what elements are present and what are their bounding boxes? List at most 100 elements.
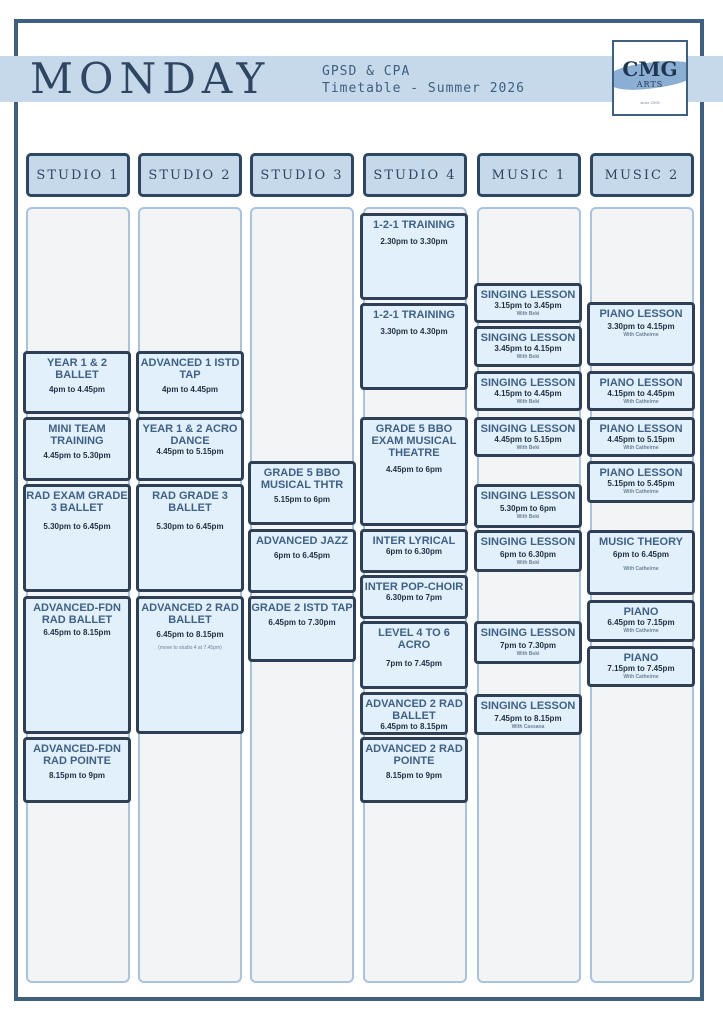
class-name: YEAR 1 & 2 ACRO DANCE — [142, 423, 238, 447]
lesson-name: SINGING LESSON — [480, 490, 576, 502]
class-time: 5.15pm to 6pm — [273, 495, 330, 504]
class-time: 4.45pm to 6pm — [385, 465, 442, 474]
column-header-studio-2: STUDIO 2 — [138, 153, 242, 197]
organisation-label: GPSD & CPA — [322, 64, 411, 79]
lesson-teacher: With Beki — [516, 514, 540, 520]
lesson-time: 6pm to 6.30pm — [499, 550, 556, 559]
class-name: ADVANCED-FDN RAD BALLET — [33, 602, 121, 626]
class-card: RAD EXAM GRADE 3 BALLET 5.30pm to 6.45pm — [23, 484, 131, 592]
column-header-music-1: MUSIC 1 — [477, 153, 581, 197]
lesson-name: SINGING LESSON — [480, 377, 576, 389]
column-music-1 — [477, 207, 581, 983]
column-studio-2 — [138, 207, 242, 983]
logo-subtext: ARTS — [636, 80, 664, 89]
class-time: 6pm to 6.30pm — [385, 547, 442, 556]
class-name: ADVANCED 2 RAD POINTE — [365, 743, 463, 767]
page-title: MONDAY — [30, 54, 271, 103]
title-banner — [0, 56, 723, 102]
lesson-name: PIANO — [623, 606, 659, 618]
class-time: 6.45pm to 8.15pm — [380, 722, 448, 731]
class-name: ADVANCED JAZZ — [255, 535, 349, 547]
lesson-time: 5.30pm to 6pm — [499, 504, 556, 513]
class-name: GRADE 2 ISTD TAP — [251, 602, 353, 614]
cmg-arts-logo: CMG ARTS since 2009 — [612, 40, 688, 116]
lesson-teacher: With Beki — [516, 651, 540, 657]
class-name: ADVANCED 1 ISTD TAP — [140, 357, 240, 381]
lesson-time: 6.45pm to 7.15pm — [607, 618, 675, 627]
class-name: YEAR 1 & 2 BALLET — [47, 357, 107, 381]
lesson-teacher: With Catheirne — [623, 399, 659, 405]
lesson-time: 4.15pm to 4.45pm — [607, 389, 675, 398]
lesson-teacher: With Beki — [516, 311, 540, 317]
class-card: 1-2-1 TRAINING 3.30pm to 4.30pm — [360, 303, 468, 390]
lesson-teacher: With Catheirne — [623, 489, 659, 495]
class-name: RAD EXAM GRADE 3 BALLET — [26, 490, 128, 514]
class-name: GRADE 5 BBO EXAM MUSICAL THEATRE — [371, 423, 457, 459]
lesson-teacher: With Beki — [516, 445, 540, 451]
lesson-teacher: With Catheirne — [623, 566, 659, 572]
class-name: ADVANCED 2 RAD BALLET — [141, 602, 239, 626]
class-name: RAD GRADE 3 BALLET — [152, 490, 228, 514]
column-header-studio-4: STUDIO 4 — [363, 153, 467, 197]
class-card: ADVANCED 2 RAD BALLET 6.45pm to 8.15pm (mo… — [136, 596, 244, 734]
lesson-name: SINGING LESSON — [480, 332, 576, 344]
lesson-time: 4.15pm to 4.45pm — [494, 389, 562, 398]
lesson-teacher: With Cassana — [511, 724, 545, 730]
column-studio-1 — [26, 207, 130, 983]
class-name: LEVEL 4 TO 6 ACRO — [378, 627, 450, 651]
class-card: GRADE 2 ISTD TAP 6.45pm to 7.30pm — [248, 596, 356, 662]
class-time: 8.15pm to 9pm — [385, 771, 442, 780]
lesson-teacher: With Beki — [516, 354, 540, 360]
lesson-name: SINGING LESSON — [480, 536, 576, 548]
column-header-studio-3: STUDIO 3 — [250, 153, 354, 197]
lesson-teacher: With Beki — [516, 399, 540, 405]
logo-text: CMG — [622, 57, 678, 81]
lesson-teacher: With Beki — [516, 560, 540, 566]
lesson-teacher: With Catheirne — [623, 332, 659, 338]
class-name: INTER POP-CHOIR — [364, 581, 464, 593]
lesson-teacher: With Catheirne — [623, 628, 659, 634]
lesson-name: SINGING LESSON — [480, 423, 576, 435]
lesson-name: MUSIC THEORY — [599, 536, 683, 548]
class-name: 1-2-1 TRAINING — [373, 309, 455, 321]
class-name: 1-2-1 TRAINING — [373, 219, 455, 231]
class-name: INTER LYRICAL — [372, 535, 456, 547]
column-header-studio-1: STUDIO 1 — [26, 153, 130, 197]
class-time: 6.45pm to 7.30pm — [268, 618, 336, 627]
class-time: 6.45pm to 8.15pm — [156, 630, 224, 639]
class-time: 5.30pm to 6.45pm — [43, 522, 111, 531]
lesson-name: SINGING LESSON — [480, 700, 576, 712]
lesson-time: 3.30pm to 4.15pm — [607, 322, 675, 331]
lesson-name: PIANO LESSON — [599, 377, 683, 389]
class-time: 3.30pm to 4.30pm — [380, 327, 448, 336]
class-time: 6.45pm to 8.15pm — [43, 628, 111, 637]
lesson-time: 7pm to 7.30pm — [499, 641, 556, 650]
lesson-time: 3.15pm to 3.45pm — [494, 301, 562, 310]
lesson-time: 7.45pm to 8.15pm — [494, 714, 562, 723]
class-note: (move to studio 4 at 7.45pm) — [158, 645, 222, 651]
lesson-time: 7.15pm to 7.45pm — [607, 664, 675, 673]
lesson-name: PIANO LESSON — [599, 423, 683, 435]
lesson-time: 3.45pm to 4.15pm — [494, 344, 562, 353]
lesson-teacher: With Catheirne — [623, 445, 659, 451]
timetable-label: Timetable - Summer 2026 — [322, 81, 526, 96]
